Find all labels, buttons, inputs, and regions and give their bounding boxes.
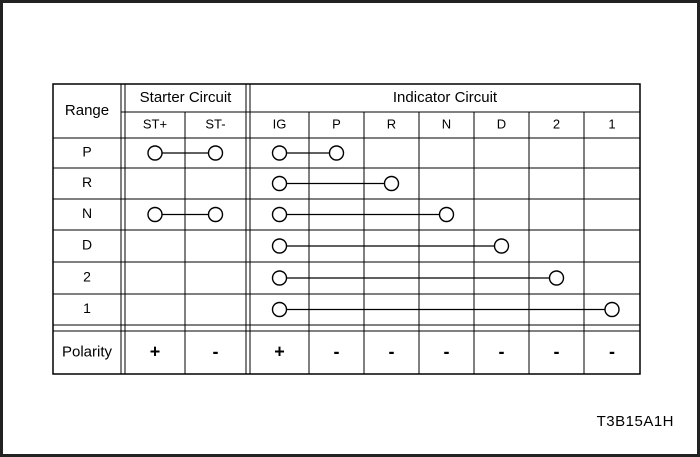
- polarity-value: -: [499, 341, 505, 361]
- terminal-circle: [207, 145, 224, 161]
- terminal-circle: [271, 175, 288, 192]
- indicator-column-label: IG: [273, 116, 287, 131]
- starter-column-label: ST-: [205, 116, 225, 131]
- terminal-circle: [548, 270, 565, 286]
- terminal-circle: [438, 206, 455, 223]
- terminal-circle: [271, 301, 288, 318]
- indicator-column-label: R: [387, 116, 396, 131]
- range-label: 2: [83, 269, 91, 285]
- indicator-column-label: N: [442, 116, 451, 131]
- range-header: Range: [65, 102, 109, 119]
- polarity-value: -: [609, 341, 615, 361]
- polarity-value: +: [150, 341, 161, 361]
- polarity-value: -: [389, 341, 395, 361]
- range-label: P: [82, 144, 91, 160]
- terminal-circle: [328, 145, 345, 161]
- indicator-circuit-header: Indicator Circuit: [393, 89, 498, 106]
- indicator-column-label: 2: [553, 116, 560, 131]
- polarity-value: +: [274, 341, 285, 361]
- range-label: 1: [83, 300, 91, 316]
- starter-column-label: ST+: [143, 116, 167, 131]
- terminal-circle: [271, 270, 288, 286]
- range-label: D: [82, 237, 92, 253]
- range-label: N: [82, 205, 92, 221]
- indicator-column-label: 1: [608, 116, 615, 131]
- terminal-circle: [207, 206, 224, 223]
- indicator-column-label: P: [332, 116, 341, 131]
- terminal-circle: [383, 175, 400, 192]
- polarity-value: -: [334, 341, 340, 361]
- terminal-circle: [493, 238, 510, 254]
- figure-reference-code: T3B15A1H: [596, 413, 674, 430]
- terminal-circle: [604, 301, 620, 318]
- terminal-circle: [147, 206, 163, 223]
- terminal-circle: [147, 145, 163, 161]
- polarity-value: -: [554, 341, 560, 361]
- polarity-value: -: [444, 341, 450, 361]
- indicator-column-label: D: [497, 116, 506, 131]
- range-label: R: [82, 174, 92, 190]
- table-border: [52, 83, 641, 375]
- polarity-label: Polarity: [62, 343, 113, 360]
- terminal-circle: [271, 206, 288, 223]
- starter-circuit-header: Starter Circuit: [140, 89, 233, 106]
- terminal-circle: [271, 238, 288, 254]
- terminal-circle: [271, 145, 288, 161]
- polarity-value: -: [213, 341, 219, 361]
